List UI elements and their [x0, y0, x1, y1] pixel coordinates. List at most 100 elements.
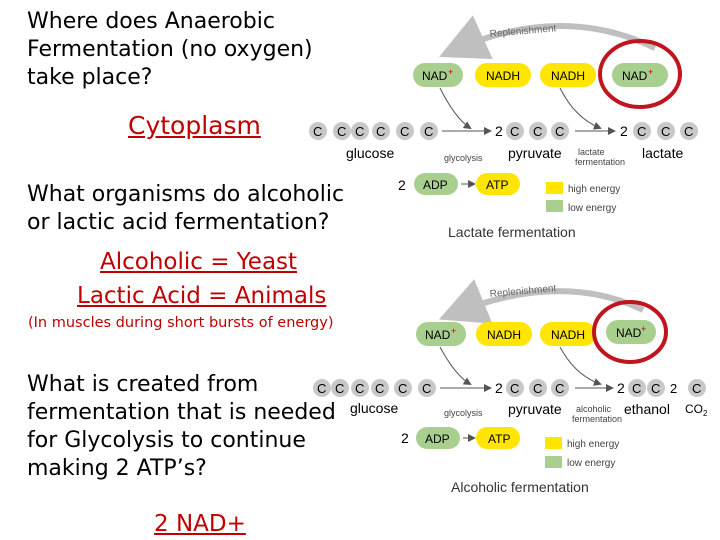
question-2-line: or lactic acid fermentation? — [27, 210, 330, 235]
replenishment-label: Replenishment — [489, 23, 557, 40]
svg-text:C: C — [510, 381, 519, 396]
replenishment-label: Replenishment — [489, 283, 557, 300]
coefficient: 2 — [401, 430, 409, 446]
process-label: fermentation — [572, 414, 622, 424]
nad-pill — [413, 63, 463, 87]
alcoholic-diagram: Replenishment NAD + NADH NADH NAD + C C … — [313, 279, 708, 495]
glycolysis-label: glycolysis — [444, 153, 483, 163]
nad-label: NAD — [616, 326, 642, 340]
svg-text:+: + — [448, 67, 453, 77]
svg-text:C: C — [555, 124, 564, 139]
nadh-label: NADH — [486, 69, 520, 83]
pyruvate-label: pyruvate — [508, 401, 562, 417]
glucose-molecule: C C C C C C — [313, 379, 436, 397]
nadh-pill — [540, 322, 596, 346]
svg-text:+: + — [648, 67, 653, 77]
svg-text:C: C — [355, 381, 364, 396]
pyruvate-label: pyruvate — [508, 145, 562, 161]
question-2: What organisms do alcoholic or lactic ac… — [27, 181, 344, 237]
diagram-caption: Lactate fermentation — [448, 224, 576, 240]
legend-low-swatch — [545, 456, 562, 468]
lactate-label: lactate — [642, 145, 683, 161]
process-label: alcoholic — [576, 404, 612, 414]
nad-label: NAD — [425, 328, 451, 342]
pyruvate-molecule: C C C — [506, 379, 569, 397]
adp-pill — [414, 173, 458, 195]
answer-2-nad: 2 NAD+ — [154, 511, 246, 537]
co2-subscript: 2 — [703, 409, 708, 418]
answer-cytoplasm: Cytoplasm — [128, 111, 261, 140]
co2-molecule — [688, 379, 706, 397]
lactate-molecule: C C C — [633, 122, 698, 140]
nadh-label: NADH — [551, 328, 585, 342]
coefficient: 2 — [620, 123, 628, 139]
svg-text:+: + — [641, 324, 646, 334]
question-3: What is created from fermentation that i… — [27, 371, 336, 483]
nadh-pill — [476, 322, 532, 346]
glucose-molecule: C C C C C C — [309, 122, 438, 140]
svg-text:C: C — [317, 381, 326, 396]
process-label: lactate — [578, 147, 605, 157]
answer-alcoholic-yeast: Alcoholic = Yeast — [100, 249, 298, 275]
nad-pill — [606, 320, 656, 344]
coefficient: 2 — [398, 177, 406, 193]
nadh-label: NADH — [551, 69, 585, 83]
legend-low-label: low energy — [568, 203, 616, 214]
svg-text:C: C — [661, 124, 670, 139]
ethanol-molecule: C C — [628, 379, 665, 397]
question-3-line: for Glycolysis to continue — [27, 428, 306, 453]
diagram-caption: Alcoholic fermentation — [451, 479, 589, 495]
adp-pill — [416, 427, 460, 449]
question-1-line: take place? — [27, 65, 153, 90]
coefficient: 2 — [495, 123, 503, 139]
adp-label: ADP — [425, 432, 450, 446]
highlight-circle — [592, 300, 668, 364]
svg-text:C: C — [424, 124, 433, 139]
question-3-line: fermentation that is needed — [27, 400, 336, 425]
process-label: fermentation — [575, 157, 625, 167]
svg-text:C: C — [335, 381, 344, 396]
legend-high-label: high energy — [568, 184, 620, 195]
question-1-line: Fermentation (no oxygen) — [27, 37, 313, 62]
svg-text:C: C — [637, 124, 646, 139]
nadh-pill — [475, 63, 531, 87]
svg-text:C: C — [422, 381, 431, 396]
svg-text:C: C — [651, 381, 660, 396]
svg-text:C: C — [375, 381, 384, 396]
question-3-line: What is created from — [27, 372, 259, 397]
svg-text:C: C — [337, 124, 346, 139]
svg-text:C: C — [510, 124, 519, 139]
svg-text:C: C — [684, 124, 693, 139]
atp-label: ATP — [486, 178, 508, 192]
svg-text:C: C — [398, 381, 407, 396]
question-1: Where does Anaerobic Fermentation (no ox… — [27, 8, 313, 92]
legend-low-label: low energy — [567, 458, 615, 469]
legend-high-label: high energy — [567, 439, 619, 450]
glycolysis-label: glycolysis — [444, 408, 483, 418]
svg-text:C: C — [533, 124, 542, 139]
nadh-pill — [540, 63, 596, 87]
glucose-label: glucose — [346, 145, 394, 161]
svg-text:C: C — [313, 124, 322, 139]
co2-label: CO — [685, 402, 703, 416]
question-1-line: Where does Anaerobic — [27, 9, 275, 34]
highlight-circle — [598, 39, 682, 109]
ethanol-label: ethanol — [624, 401, 670, 417]
legend-high-swatch — [545, 437, 562, 449]
svg-text:C: C — [632, 381, 641, 396]
glucose-label: glucose — [350, 400, 398, 416]
nad-pill — [416, 322, 466, 346]
pyruvate-molecule: C C C — [506, 122, 569, 140]
answer-note-muscles: (In muscles during short bursts of energ… — [28, 315, 334, 331]
atp-pill — [476, 427, 520, 449]
svg-text:+: + — [451, 326, 456, 336]
lactate-diagram: Replenishment NAD + NADH NADH NAD + C C … — [309, 15, 698, 240]
svg-text:C: C — [376, 124, 385, 139]
question-2-line: What organisms do alcoholic — [27, 182, 345, 207]
legend-high-swatch — [546, 182, 563, 194]
nad-pill — [612, 63, 668, 87]
atp-label: ATP — [488, 432, 510, 446]
nad-label: NAD — [622, 69, 648, 83]
adp-label: ADP — [423, 178, 448, 192]
